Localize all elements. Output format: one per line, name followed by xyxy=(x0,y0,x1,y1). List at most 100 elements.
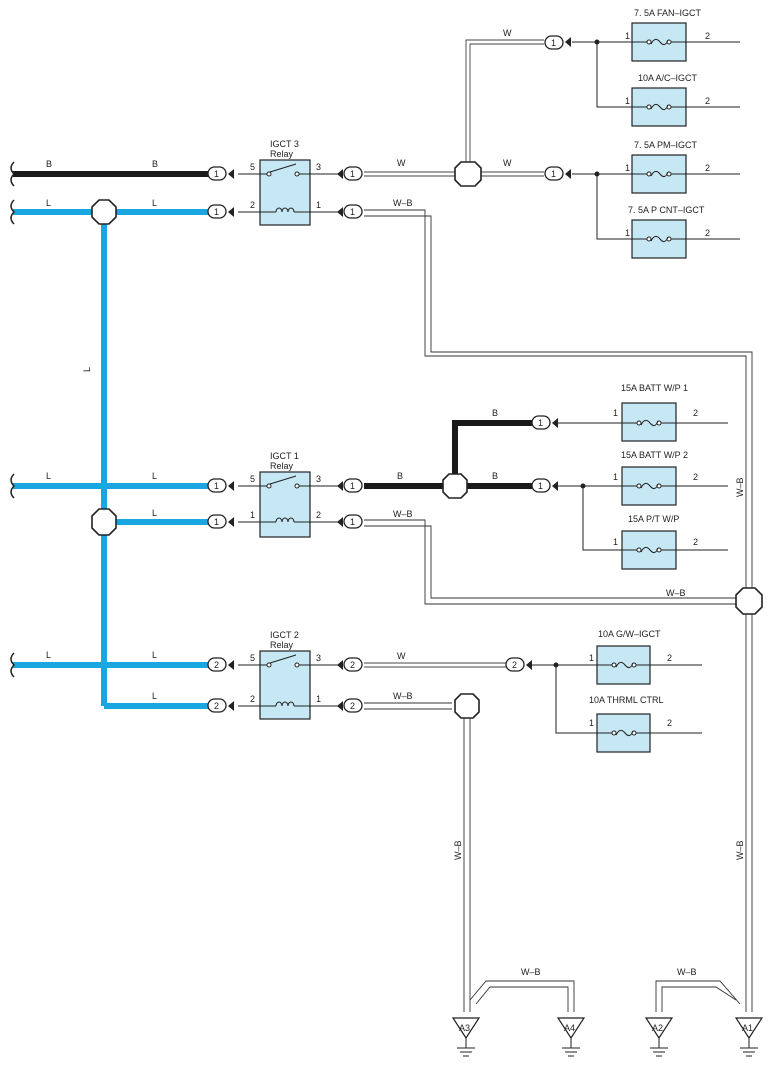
fuse-branch-lines xyxy=(532,41,740,734)
blue-wires xyxy=(13,209,210,709)
relay-sub: Relay xyxy=(270,461,294,471)
svg-text:1: 1 xyxy=(625,31,630,41)
svg-text:W: W xyxy=(503,158,512,168)
fuse-label: 7. 5A PM–IGCT xyxy=(634,140,698,150)
svg-text:2: 2 xyxy=(512,660,517,670)
splice-wb-right xyxy=(735,587,763,615)
svg-text:1: 1 xyxy=(551,169,556,179)
connector: 2 xyxy=(337,657,363,672)
white-wires xyxy=(364,39,544,668)
relay-name: IGCT 3 xyxy=(270,139,299,149)
svg-text:5: 5 xyxy=(250,653,255,663)
svg-text:W–B: W–B xyxy=(393,691,413,701)
svg-text:1: 1 xyxy=(350,517,355,527)
svg-text:1: 1 xyxy=(613,537,618,547)
svg-text:1: 1 xyxy=(316,200,321,210)
svg-text:1: 1 xyxy=(350,169,355,179)
svg-text:2: 2 xyxy=(667,653,672,663)
relay-name: IGCT 2 xyxy=(270,630,299,640)
ground-a3: A3 xyxy=(451,1017,481,1057)
svg-text:2: 2 xyxy=(705,163,710,173)
svg-text:B: B xyxy=(397,471,403,481)
relay-sub: Relay xyxy=(270,149,294,159)
connector: 1 xyxy=(207,166,234,181)
connector: 1 xyxy=(337,514,363,529)
svg-text:W–B: W–B xyxy=(666,588,686,598)
svg-text:2: 2 xyxy=(250,694,255,704)
connector: 1 xyxy=(337,166,363,181)
svg-text:W: W xyxy=(503,28,512,38)
svg-text:L: L xyxy=(152,650,157,660)
connector: 2 xyxy=(207,698,234,713)
svg-text:1: 1 xyxy=(551,38,556,48)
fuse-label: 15A P/T W/P xyxy=(628,514,679,524)
svg-text:3: 3 xyxy=(316,162,321,172)
svg-text:1: 1 xyxy=(214,517,219,527)
svg-text:1: 1 xyxy=(589,653,594,663)
svg-text:2: 2 xyxy=(667,718,672,728)
svg-text:W–B: W–B xyxy=(393,509,413,519)
connector: 2 xyxy=(207,657,234,672)
svg-text:W–B: W–B xyxy=(453,840,463,860)
svg-text:L: L xyxy=(152,691,157,701)
svg-text:L: L xyxy=(46,650,51,660)
svg-text:B: B xyxy=(492,408,498,418)
svg-text:A1: A1 xyxy=(742,1023,753,1033)
splice-l-mid xyxy=(91,508,117,536)
svg-text:W: W xyxy=(397,158,406,168)
connector: 2 xyxy=(337,698,363,713)
svg-text:2: 2 xyxy=(705,96,710,106)
svg-text:2: 2 xyxy=(350,660,355,670)
splice-l-top xyxy=(91,199,117,225)
svg-text:1: 1 xyxy=(538,481,543,491)
svg-text:2: 2 xyxy=(705,228,710,238)
svg-text:W–B: W–B xyxy=(393,198,413,208)
svg-text:B: B xyxy=(152,159,158,169)
splice-points xyxy=(91,161,763,719)
connector: 1 xyxy=(207,204,234,219)
svg-text:3: 3 xyxy=(316,474,321,484)
svg-text:2: 2 xyxy=(250,200,255,210)
svg-text:2: 2 xyxy=(214,660,219,670)
relay-igct1: IGCT 1 Relay 5 3 1 2 xyxy=(238,451,338,538)
svg-text:W–B: W–B xyxy=(521,967,541,977)
svg-text:1: 1 xyxy=(613,472,618,482)
fuse-label: 10A A/C–IGCT xyxy=(638,73,698,83)
svg-text:1: 1 xyxy=(214,207,219,217)
svg-text:W–B: W–B xyxy=(735,840,745,860)
svg-text:L: L xyxy=(46,198,51,208)
connector: 1 xyxy=(207,478,234,493)
fuse-pm-igct: 7. 5A PM–IGCT 1 2 xyxy=(625,140,710,194)
svg-text:1: 1 xyxy=(613,408,618,418)
svg-text:W: W xyxy=(397,651,406,661)
relay-name: IGCT 1 xyxy=(270,451,299,461)
connector: 1 xyxy=(337,478,363,493)
svg-text:5: 5 xyxy=(250,474,255,484)
svg-text:L: L xyxy=(152,508,157,518)
fuse-label: 7. 5A FAN–IGCT xyxy=(634,8,702,18)
svg-text:L: L xyxy=(82,367,92,372)
connector: 2 xyxy=(505,657,532,672)
svg-text:5: 5 xyxy=(250,162,255,172)
svg-text:L: L xyxy=(152,198,157,208)
fuse-label: 7. 5A P CNT–IGCT xyxy=(628,205,705,215)
ground-a1: A1 xyxy=(734,1017,764,1057)
fuse-label: 15A BATT W/P 2 xyxy=(621,450,688,460)
relay-igct2: IGCT 2 Relay 5 3 2 1 xyxy=(238,630,338,720)
svg-text:2: 2 xyxy=(693,472,698,482)
connector: 1 xyxy=(544,35,571,50)
connector-pills: 1 1 1 1 1 1 1 1 1 1 1 1 2 2 2 2 2 xyxy=(207,35,571,713)
svg-text:1: 1 xyxy=(250,510,255,520)
svg-text:1: 1 xyxy=(214,481,219,491)
svg-text:L: L xyxy=(46,471,51,481)
svg-text:1: 1 xyxy=(625,163,630,173)
svg-text:1: 1 xyxy=(316,694,321,704)
connector: 1 xyxy=(207,514,234,529)
